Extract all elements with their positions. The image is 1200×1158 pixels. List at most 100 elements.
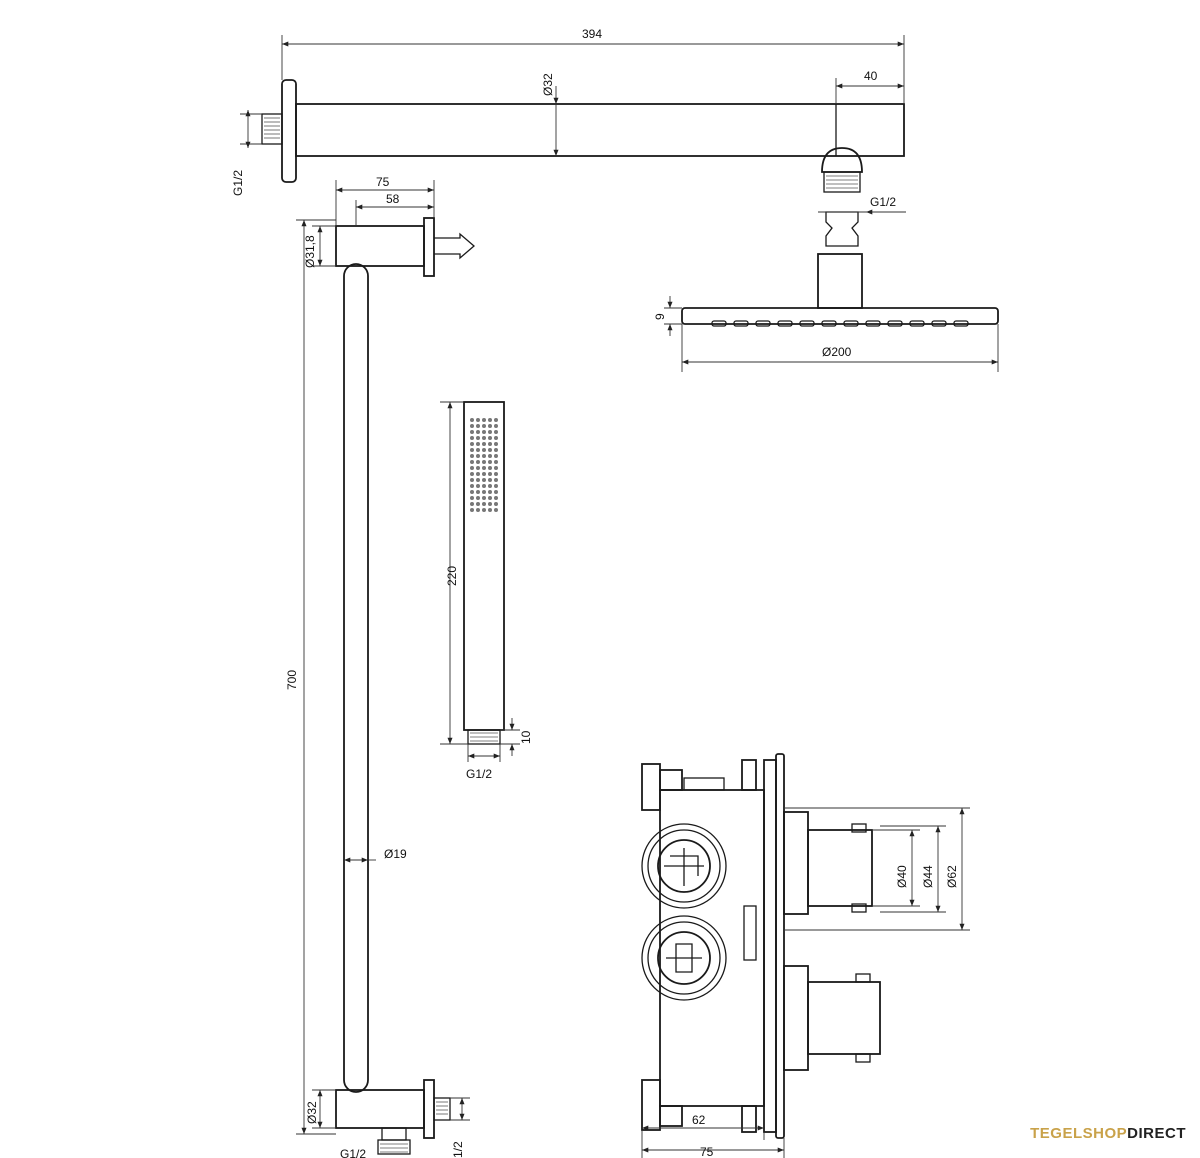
- head-diameter-label: Ø200: [822, 345, 852, 359]
- hand-shower-thread-len-label: 10: [519, 730, 533, 744]
- spray-dot: [482, 502, 486, 506]
- bracket-diameter-label: Ø31,8: [303, 235, 317, 268]
- spray-dot: [476, 484, 480, 488]
- arm-diameter-label: Ø32: [541, 73, 555, 96]
- spray-dot: [476, 430, 480, 434]
- spray-dot: [470, 472, 474, 476]
- spray-dot: [482, 460, 486, 464]
- spray-dot: [470, 442, 474, 446]
- spray-dot: [476, 490, 480, 494]
- arm-dimensions: 394 Ø32 40 G1/2: [231, 27, 905, 196]
- spray-dot: [488, 466, 492, 470]
- spray-dot: [476, 436, 480, 440]
- spray-dot: [488, 418, 492, 422]
- spray-dot: [494, 430, 498, 434]
- spray-dot: [482, 508, 486, 512]
- spray-dot: [488, 454, 492, 458]
- spray-dot: [476, 424, 480, 428]
- head-thread-hatch: [826, 175, 858, 189]
- spray-dot: [494, 436, 498, 440]
- hand-shower-thread: [470, 732, 498, 742]
- bottom-outlet-thread: [380, 1143, 408, 1153]
- spray-dot: [470, 496, 474, 500]
- spray-dot: [494, 424, 498, 428]
- spray-dot: [488, 478, 492, 482]
- spray-dot: [482, 484, 486, 488]
- spray-dot: [482, 424, 486, 428]
- bracket-outer-label: 75: [376, 175, 390, 189]
- valve-depth-inner-label: 62: [692, 1113, 706, 1127]
- spray-dot: [494, 472, 498, 476]
- spray-dot: [494, 466, 498, 470]
- hand-shower: [463, 401, 505, 745]
- nozzle-row: [711, 320, 969, 327]
- bar-dimensions: 75 58 Ø31,8 700 Ø19 Ø32 G1/2 1/2: [285, 175, 470, 1158]
- spray-dot: [482, 478, 486, 482]
- spray-dot: [470, 424, 474, 428]
- spray-dot: [488, 502, 492, 506]
- head-thread-label: G1/2: [870, 195, 896, 209]
- valve-diam-3-label: Ø62: [945, 865, 959, 888]
- spray-dot: [470, 478, 474, 482]
- spray-dot: [494, 478, 498, 482]
- spray-dot: [470, 508, 474, 512]
- valve-diam-1-label: Ø40: [895, 865, 909, 888]
- spray-dot: [488, 496, 492, 500]
- bottom-thread-left-label: G1/2: [340, 1147, 366, 1158]
- spray-dot: [494, 496, 498, 500]
- spray-dot: [470, 490, 474, 494]
- spray-dot: [476, 442, 480, 446]
- spray-dot: [476, 448, 480, 452]
- spray-dot: [482, 454, 486, 458]
- arm-length-label: 394: [582, 27, 602, 41]
- spray-dot: [470, 502, 474, 506]
- spray-dot: [470, 448, 474, 452]
- spray-dot: [470, 484, 474, 488]
- spray-dot: [476, 418, 480, 422]
- spray-dot: [476, 508, 480, 512]
- spray-dot: [488, 448, 492, 452]
- spray-dot: [482, 418, 486, 422]
- spray-dot: [488, 424, 492, 428]
- spray-dot: [488, 490, 492, 494]
- hand-shower-length-label: 220: [445, 566, 459, 586]
- spray-dot: [488, 436, 492, 440]
- spray-dot: [470, 436, 474, 440]
- brand-part1: TEGELSHOP: [1030, 1125, 1128, 1142]
- bar-length-label: 700: [285, 670, 299, 690]
- spray-dot: [476, 460, 480, 464]
- spray-dot: [488, 442, 492, 446]
- spray-dot: [488, 508, 492, 512]
- spray-dot: [482, 490, 486, 494]
- spray-dot-grid: [470, 418, 498, 512]
- valve-dimensions: Ø40 Ø44 Ø62 62 75: [641, 807, 970, 1158]
- spray-dot: [494, 448, 498, 452]
- shower-arm: [261, 79, 905, 193]
- spray-dot: [494, 484, 498, 488]
- bottom-diameter-label: Ø32: [305, 1101, 319, 1124]
- spray-dot: [494, 508, 498, 512]
- spray-dot: [482, 466, 486, 470]
- spray-dot: [488, 484, 492, 488]
- spray-dot: [470, 454, 474, 458]
- hand-shower-dimensions: 220 10 G1/2: [440, 401, 533, 781]
- spray-dot: [476, 466, 480, 470]
- brand-logo: TEGELSHOPDIRECT: [1030, 1125, 1186, 1142]
- spray-dot: [482, 472, 486, 476]
- spray-dot: [482, 436, 486, 440]
- spray-dot: [482, 496, 486, 500]
- spray-dot: [494, 442, 498, 446]
- shower-head: [681, 211, 999, 327]
- spray-dot: [470, 460, 474, 464]
- spray-dot: [482, 430, 486, 434]
- spray-dot: [476, 472, 480, 476]
- valve-diam-2-label: Ø44: [921, 865, 935, 888]
- spray-dot: [476, 502, 480, 506]
- arm-offset-label: 40: [864, 69, 878, 83]
- head-dimensions: G1/2 9 Ø200: [653, 195, 999, 372]
- spray-dot: [488, 430, 492, 434]
- spray-dot: [482, 442, 486, 446]
- wall-thread-label: G1/2: [231, 170, 245, 196]
- bottom-thread-right-label: 1/2: [451, 1141, 465, 1158]
